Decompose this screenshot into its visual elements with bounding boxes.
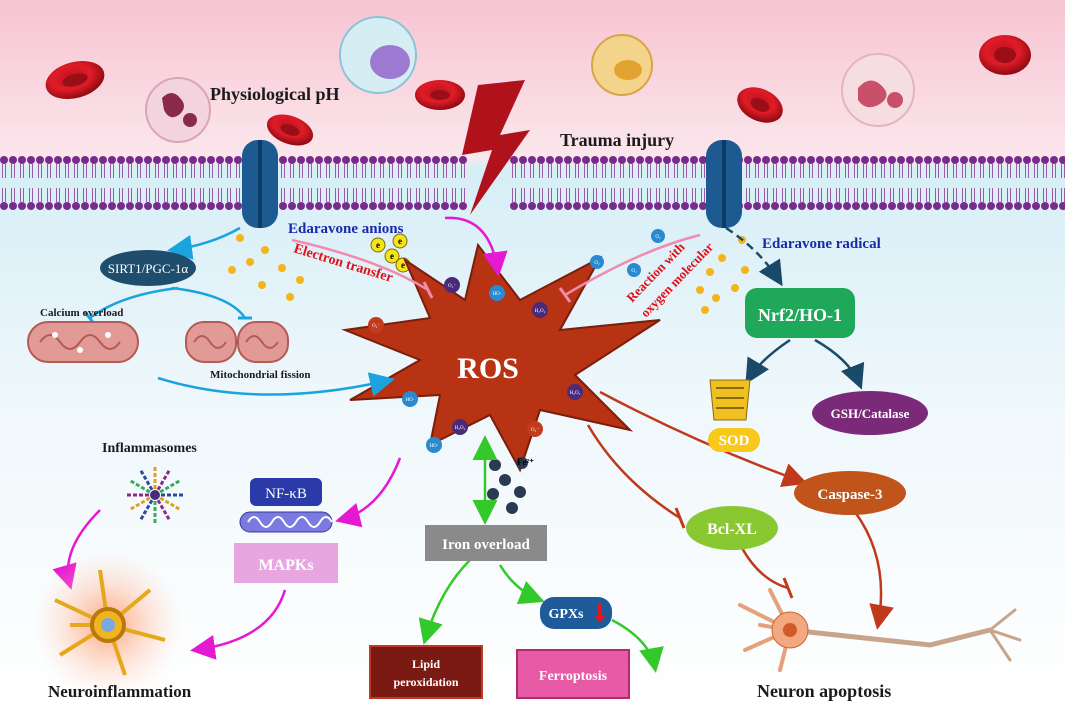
arrow-ros-to-nfkb [335,457,402,528]
ferroptosis-label: Ferroptosis [539,669,608,684]
electron-label: e [390,251,394,261]
gpxs-node [540,597,612,629]
arrow-iron-to-gpx [498,564,545,605]
ros-burst [341,242,661,473]
inhibit-anions-to-ros [291,238,429,292]
nfkb-label: NF-κB [265,486,307,502]
ferroptosis-node [516,649,630,699]
sod-label: SOD [719,433,750,449]
arrow-caspase3-to-apoptosis [853,511,894,630]
gsh-catalase-label: GSH/Catalase [831,406,910,421]
ho-label: HO· [430,444,439,449]
neuroinflammation-label: Neuroinflammation [48,682,192,701]
physiological-ph-label: Physiological pH [210,84,340,104]
electron-label: e [376,240,380,250]
bclxl-label: Bcl-XL [707,521,757,538]
mapks-node [234,543,338,583]
lipid-label-line1: Lipid [412,657,440,671]
ros-label: ROS [457,352,519,385]
mitochondrial-fission-label: Mitochondrial fission [210,369,311,381]
h2o2-label: H₂O₂ [455,426,466,431]
inflammasomes-label: Inflammasomes [102,441,197,456]
fe-label: Fe²⁺ [517,457,534,467]
ho-label: HO· [406,398,415,403]
arrow-gpx-to-ferroptosis [611,618,664,673]
edaravone-anions-label: Edaravone anions [288,221,404,237]
edaravone-molecules [228,234,749,314]
arrow-nrf2-to-sod [745,338,791,385]
inhibit-radical-to-ros [564,233,701,297]
sirt1-node [100,250,196,286]
radical-bubbles: O₂⁻ HO· H₂O₂ O₂⁻ HO· HO· H₂O₂ O₂⁻ H₂O₂ O… [368,229,665,453]
inhibit-ros-to-bclxl [586,424,681,520]
inhibit-sirt1-to-calcium [89,286,179,319]
ho-label: HO· [493,292,502,297]
inhibit-sirt1-to-fission [171,286,247,319]
iron-overload-node [425,525,547,561]
inflammasome-icon [125,465,185,525]
arrow-channel-to-nrf2 [725,226,783,287]
arrow-nrf2-to-gsh [814,338,865,390]
sod-protein-icon [709,379,751,421]
o2-anion-label: O₂⁻ [372,324,380,329]
gpxs-label: GPXs [549,607,585,622]
gsh-catalase-node [812,391,928,435]
electron-label: e [401,260,405,270]
sirt1-label: SIRT1/PGC-1α [108,261,189,276]
o2-label: O₂ [594,261,600,266]
lipid-peroxidation-node [369,645,483,699]
arrow-mito-to-ros [157,372,395,397]
red-blood-cells [45,35,1031,146]
nfkb-node [250,478,322,506]
inhibit-bclxl-to-apoptosis [740,547,789,590]
caspase3-node [794,471,906,515]
arrow-mapk-to-neuroinflammation [190,589,287,660]
edaravone-radical-label: Edaravone radical [762,236,881,252]
calcium-overload-label: Calcium overload [40,307,123,319]
mitochondria-fission [185,321,289,363]
o2-label: O₂ [631,269,637,274]
electron-label: e [398,236,402,246]
o2-label: O₂ [655,235,661,240]
iron-overload-label: Iron overload [442,537,530,553]
arrow-channel-to-sirt1 [167,226,241,260]
dna-icon [239,511,333,533]
arrow-iron-to-lipid [418,559,471,645]
nrf2-label: Nrf2/HO-1 [758,305,842,325]
neuron-icon [738,588,1022,672]
h2o2-label: H₂O₂ [570,391,581,396]
arrow-trauma-to-ros [444,216,508,277]
o2-anion-label: O₂⁻ [448,284,456,289]
lipid-label-line2: peroxidation [393,675,458,689]
caspase3-label: Caspase-3 [817,487,882,503]
sod-node [708,428,760,452]
mapks-label: MAPKs [258,557,313,574]
trauma-injury-label: Trauma injury [560,130,674,150]
nrf2-node [745,288,855,338]
arrow-ros-to-caspase3 [599,390,808,488]
neuron-apoptosis-label: Neuron apoptosis [757,681,891,701]
white-blood-cells [145,16,915,143]
o2-anion-label: O₂⁻ [531,428,539,433]
pathway-arrows [52,216,894,673]
lightning-bolt-icon [462,80,530,215]
decrease-arrow-icon [594,603,606,623]
astrocyte-icon [54,569,166,676]
mitochondria-calcium-overload [27,321,139,363]
membrane-channels [242,140,742,228]
h2o2-label: H₂O₂ [535,309,546,314]
bclxl-node [686,506,778,550]
